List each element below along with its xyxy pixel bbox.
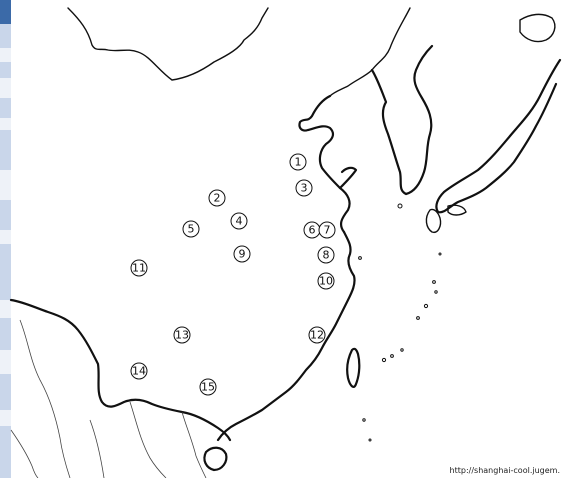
marker-9[interactable]: 9 <box>233 245 251 263</box>
marker-3[interactable]: 3 <box>295 179 313 197</box>
svg-text:3: 3 <box>301 182 308 195</box>
svg-text:6: 6 <box>309 224 316 237</box>
taiwan-coast <box>346 347 361 388</box>
svg-text:10: 10 <box>319 275 333 288</box>
svg-text:12: 12 <box>310 329 324 342</box>
japan-hokkaido <box>519 13 556 43</box>
svg-text:15: 15 <box>201 381 215 394</box>
marker-2[interactable]: 2 <box>208 189 226 207</box>
marker-13[interactable]: 13 <box>173 326 191 344</box>
svg-text:2: 2 <box>214 192 221 205</box>
shandong-coast <box>338 166 358 190</box>
svg-text:8: 8 <box>323 249 330 262</box>
indochina-borders <box>19 319 207 478</box>
marker-4[interactable]: 4 <box>230 212 248 230</box>
sidebar-strip <box>0 0 11 478</box>
svg-text:4: 4 <box>236 215 243 228</box>
northern-border <box>67 7 269 81</box>
svg-text:9: 9 <box>239 248 246 261</box>
marker-14[interactable]: 14 <box>130 362 148 380</box>
marker-11[interactable]: 11 <box>130 259 148 277</box>
marker-12[interactable]: 12 <box>308 326 326 344</box>
svg-text:13: 13 <box>175 329 189 342</box>
korea-coast <box>370 44 434 196</box>
japan-honshu <box>435 58 562 214</box>
marker-10[interactable]: 10 <box>317 272 335 290</box>
svg-text:1: 1 <box>295 156 302 169</box>
hainan-coast <box>203 446 228 472</box>
liaodong-coast <box>298 94 351 234</box>
japan-shikoku <box>447 204 467 216</box>
credit-text: http://shanghai-cool.jugem. <box>449 466 560 475</box>
marker-15[interactable]: 15 <box>199 378 217 396</box>
east-coast <box>216 230 356 442</box>
svg-text:14: 14 <box>132 365 146 378</box>
marker-5[interactable]: 5 <box>182 220 200 238</box>
marker-8[interactable]: 8 <box>317 246 335 264</box>
japan-kyushu <box>425 208 442 233</box>
southern-border <box>9 298 232 442</box>
marker-6[interactable]: 6 <box>303 221 321 239</box>
svg-text:5: 5 <box>188 223 195 236</box>
marker-7[interactable]: 7 <box>318 221 336 239</box>
svg-text:11: 11 <box>132 262 146 275</box>
svg-text:7: 7 <box>324 224 331 237</box>
west-border <box>10 429 39 478</box>
marker-1[interactable]: 1 <box>289 153 307 171</box>
